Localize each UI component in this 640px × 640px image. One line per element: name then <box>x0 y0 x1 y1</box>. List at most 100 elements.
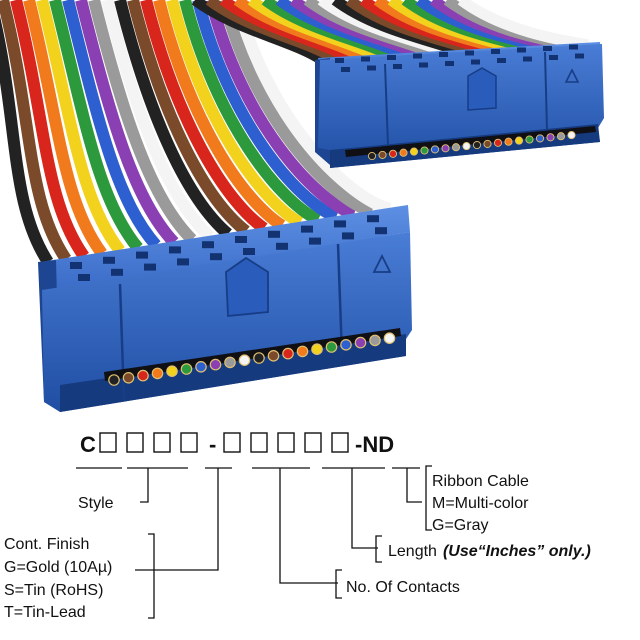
label-multi-color: M=Multi-color <box>432 495 529 512</box>
ribbon-wire <box>75 0 179 247</box>
contact-dot <box>253 352 265 364</box>
ribbon-wire <box>0 0 71 263</box>
contact-dot <box>367 151 377 161</box>
contact-dot <box>296 345 309 358</box>
contact-dot <box>472 140 482 150</box>
label-cont-finish-tin: S=Tin (RoHS) <box>4 582 103 599</box>
ribbon-wire <box>231 0 392 215</box>
contact-dot <box>282 347 294 360</box>
contact-hole <box>335 58 344 63</box>
label-gray: G=Gray <box>432 517 488 534</box>
contact-dot <box>441 144 450 153</box>
contact-hole <box>445 61 454 66</box>
contact-hole <box>439 52 448 57</box>
length-box-2 <box>304 432 322 453</box>
ribbon-wire <box>140 0 268 234</box>
contact-dot <box>409 147 419 156</box>
cable-box <box>331 432 349 453</box>
contact-dot <box>369 334 381 347</box>
ribbon-wire <box>36 0 125 255</box>
contact-hole <box>523 56 532 62</box>
contact-dot <box>451 143 461 152</box>
contact-hole <box>491 49 500 54</box>
contact-dot <box>325 341 338 353</box>
contact-hole <box>169 246 181 254</box>
contact-dot <box>420 146 429 155</box>
contact-hole <box>334 220 346 228</box>
contact-dot <box>311 343 323 355</box>
label-length-prefix: Length <box>388 543 437 560</box>
contact-dot <box>388 149 398 158</box>
ribbon-wire <box>457 0 589 51</box>
contact-hole <box>517 47 526 53</box>
ribbon-wire <box>49 0 143 252</box>
contact-hole <box>342 232 354 240</box>
contact-dot <box>238 354 251 366</box>
ribbon-wire <box>166 0 304 229</box>
style-box <box>99 432 117 453</box>
finish-box-3 <box>180 432 198 453</box>
contacts-box-1 <box>223 432 241 453</box>
label-style: Style <box>78 495 114 512</box>
contact-hole <box>78 274 90 281</box>
contact-dot <box>556 132 566 141</box>
contact-hole <box>569 44 578 50</box>
ribbon-wire <box>0 16 54 266</box>
label-cont-finish-title: Cont. Finish <box>4 536 89 553</box>
ribbon-wire <box>153 0 286 231</box>
ribbon-wire <box>218 0 374 218</box>
contact-dot <box>383 332 396 344</box>
length-box-1 <box>277 432 295 453</box>
connector-front <box>38 205 412 412</box>
ribbon-cable-assembly-image <box>0 0 604 412</box>
contact-dot <box>504 137 513 146</box>
connector-back <box>315 42 604 168</box>
label-ribbon-cable: Ribbon Cable <box>432 473 529 490</box>
contact-dot <box>180 363 193 375</box>
label-cont-finish-gold: G=Gold (10Aµ) <box>4 559 112 576</box>
contact-dot <box>224 356 236 369</box>
contact-hole <box>268 230 280 238</box>
contact-dot <box>151 367 164 380</box>
part-separator: - <box>209 432 216 457</box>
contact-hole <box>309 237 321 245</box>
contact-hole <box>301 225 313 233</box>
ribbon-wire <box>10 0 89 260</box>
contact-dot <box>514 136 524 145</box>
contact-hole <box>341 67 350 72</box>
contact-hole <box>103 256 115 264</box>
contact-hole <box>144 263 156 271</box>
ribbon-wire <box>62 0 161 250</box>
part-suffix: -ND <box>355 432 394 457</box>
ribbon-wire <box>192 0 339 223</box>
contact-hole <box>235 236 247 243</box>
contact-dot <box>209 358 222 371</box>
contact-hole <box>413 53 422 59</box>
contact-hole <box>465 50 474 56</box>
contact-dot <box>535 134 545 143</box>
contact-hole <box>367 65 376 71</box>
contact-hole <box>497 58 506 63</box>
ribbon-cable-right <box>191 0 589 65</box>
ribbon-wire <box>205 0 357 221</box>
contact-hole <box>575 53 584 59</box>
contact-dot <box>108 374 120 386</box>
contact-hole <box>549 55 558 60</box>
contact-dot <box>378 150 387 159</box>
part-number-diagram: C - -ND Style Cont. Finish G=Gold (10Aµ)… <box>4 432 591 621</box>
contact-hole <box>393 64 402 69</box>
contact-dot <box>430 145 440 154</box>
contact-dot <box>567 131 576 140</box>
contact-hole <box>202 241 214 249</box>
contact-dot <box>354 336 367 349</box>
contact-dot <box>122 371 135 384</box>
contact-hole <box>471 59 480 65</box>
contact-dot <box>462 142 471 151</box>
ribbon-wire <box>179 0 321 226</box>
label-no-of-contacts: No. Of Contacts <box>346 579 460 596</box>
finish-box-1 <box>126 432 144 453</box>
contact-dot <box>166 365 178 377</box>
contact-hole <box>111 268 123 276</box>
label-length: Length(Use“Inches” only.) <box>388 543 591 560</box>
contact-hole <box>210 253 222 261</box>
